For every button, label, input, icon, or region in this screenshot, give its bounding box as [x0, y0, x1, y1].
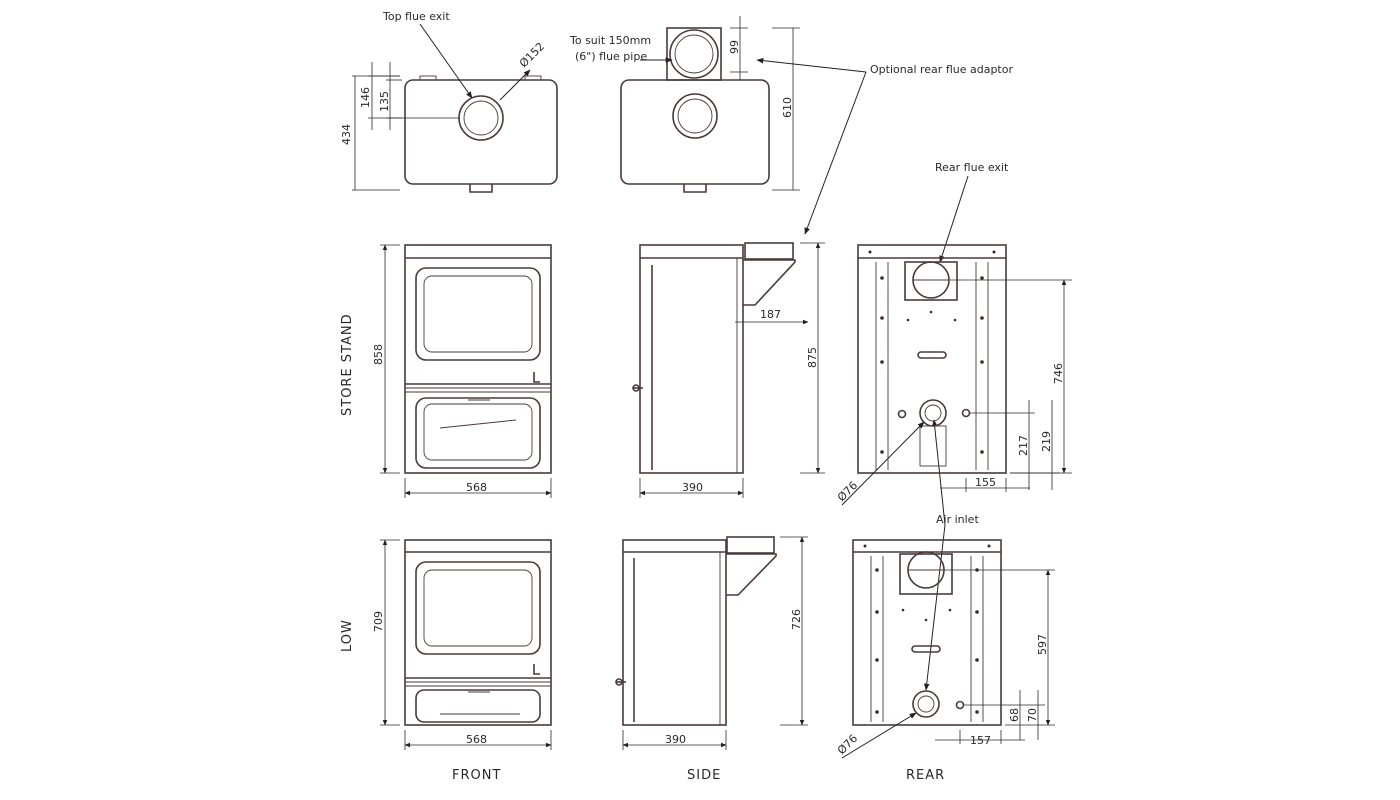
dim-plan-99: 99 — [728, 40, 741, 54]
dim-low-597: 597 — [1036, 634, 1049, 655]
dim-low-726: 726 — [790, 609, 803, 630]
dim-plan-dia152: Ø152 — [517, 40, 547, 70]
store-stand-rear-view — [857, 244, 1007, 474]
store-stand-side-dims — [639, 242, 825, 498]
callout-to-suit-line2: (6") flue pipe — [575, 50, 647, 63]
callout-top-flue-exit: Top flue exit — [382, 10, 450, 23]
view-label-side: SIDE — [687, 768, 721, 783]
dim-low-68: 68 — [1008, 708, 1021, 722]
low-front-dims — [380, 539, 552, 750]
low-rear-view — [852, 539, 1002, 726]
low-side-view — [615, 536, 777, 726]
dim-low-dia76: Ø76 — [835, 732, 860, 757]
low-rear-dims — [841, 569, 1055, 759]
dim-plan-434: 434 — [340, 124, 353, 145]
store-stand-front-dims — [380, 244, 552, 498]
dim-ss-568: 568 — [466, 481, 487, 494]
plan-view-rear-adaptor — [620, 16, 800, 193]
dim-ss-187: 187 — [760, 308, 781, 321]
view-label-front: FRONT — [452, 768, 501, 783]
store-stand-side-view — [632, 242, 796, 474]
dim-low-568: 568 — [466, 733, 487, 746]
dim-plan-610: 610 — [781, 97, 794, 118]
callout-air-inlet: Air inlet — [936, 513, 979, 526]
dim-plan-135: 135 — [378, 91, 391, 112]
callout-to-suit-line1: To suit 150mm — [569, 34, 651, 47]
dim-ss-390: 390 — [682, 481, 703, 494]
dim-low-390: 390 — [665, 733, 686, 746]
dim-ss-746: 746 — [1052, 363, 1065, 384]
dim-plan-146: 146 — [359, 87, 372, 108]
dim-low-157: 157 — [970, 734, 991, 747]
store-stand-front-view — [404, 244, 552, 474]
row-label-store-stand: STORE STAND — [340, 313, 355, 416]
view-label-rear: REAR — [906, 768, 945, 783]
dim-ss-155: 155 — [975, 476, 996, 489]
low-side-dims — [622, 536, 808, 750]
plan-view-top-flue — [404, 75, 558, 193]
callout-rear-flue-exit: Rear flue exit — [935, 161, 1009, 174]
dim-ss-217: 217 — [1017, 435, 1030, 456]
dim-ss-875: 875 — [806, 347, 819, 368]
plan-dimension-lines — [352, 62, 531, 191]
dim-ss-dia76: Ø76 — [835, 479, 860, 504]
store-stand-rear-dims — [841, 279, 1072, 506]
dim-low-70: 70 — [1026, 708, 1039, 722]
row-label-low: LOW — [340, 619, 355, 652]
callout-optional-rear-flue-adaptor: Optional rear flue adaptor — [870, 63, 1013, 76]
dim-ss-858: 858 — [372, 344, 385, 365]
dim-low-709: 709 — [372, 611, 385, 632]
low-front-view — [404, 539, 552, 726]
dim-ss-219: 219 — [1040, 431, 1053, 452]
